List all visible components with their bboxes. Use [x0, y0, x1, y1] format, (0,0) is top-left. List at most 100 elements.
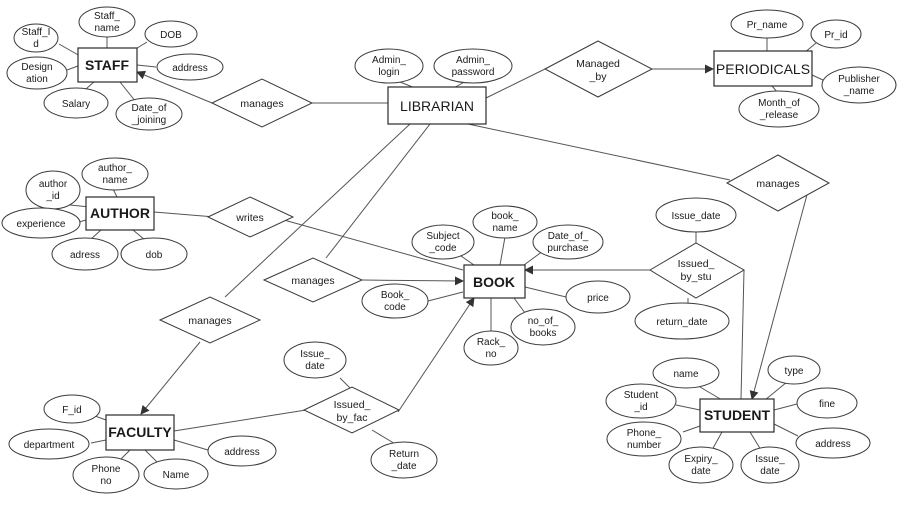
- connector-book-date-of-purchase: [523, 250, 544, 266]
- attr-stu-issue-date-label: Issue_date: [672, 211, 721, 222]
- rel-manages-book-diamond: [262, 257, 364, 303]
- connectors: [58, 36, 824, 464]
- attr-admin-password: [433, 48, 513, 84]
- attr-student-fine: [796, 387, 858, 419]
- connector-student-phone-number: [682, 425, 701, 433]
- attr-phone-number-label-1: Phone_: [627, 428, 662, 439]
- connector-librarian-manages-book: [325, 123, 431, 259]
- attr-student-issue-date-label-1: Issue_: [755, 454, 785, 465]
- librarian-group: Admin_ login Admin_ password LIBRARIAN: [354, 48, 513, 125]
- attr-publisher-name: [821, 66, 897, 104]
- attr-staff-address: [156, 53, 224, 81]
- attr-pr-id-label: Pr_id: [824, 30, 847, 41]
- staff-group: Staff_I d Staff_ name DOB Design ation S…: [6, 6, 224, 131]
- attr-phone-no: [72, 456, 140, 494]
- attr-admin-password-label-1: Admin_: [456, 55, 490, 66]
- attr-no-of-books-label-2: books: [530, 328, 557, 339]
- rel-manages-student-diamond: [725, 154, 831, 212]
- rel-librarian-manages-book: manages: [262, 257, 364, 303]
- attr-fac-issue-date: [283, 341, 347, 379]
- connector-book-book-code: [427, 291, 464, 302]
- attr-student-issue-date-label-2: date: [760, 466, 780, 477]
- rel-managed-by-diamond: [543, 40, 654, 98]
- attr-fac-issue-date-label-1: Issue_: [300, 349, 330, 360]
- connector-student-issued-by-stu: [740, 269, 745, 400]
- rel-manages-staff-diamond: [210, 78, 314, 128]
- attr-staff-date-of-joining: [115, 97, 183, 131]
- attr-staff-name-label-2: name: [94, 23, 119, 34]
- attr-author-dob-label: dob: [146, 250, 163, 261]
- attr-month-of-release-label-2: _release: [759, 110, 799, 121]
- rel-issued-by-stu-label-2: by_stu: [681, 271, 712, 283]
- attr-expiry-date-label-2: date: [691, 466, 711, 477]
- attr-subject-code: [411, 224, 475, 260]
- rel-issued-by-fac-label-2: by_fac: [337, 412, 368, 424]
- attr-adress: [51, 237, 119, 271]
- attr-admin-password-label-2: password: [452, 67, 495, 78]
- connector-faculty-issued-by-fac: [173, 409, 307, 432]
- rel-issued-by-fac-group: Issue_ date Issued_ by_fac Return _date: [283, 341, 438, 479]
- attr-rack-no-label-1: Rack_: [477, 337, 506, 348]
- attr-student-type: [767, 355, 821, 385]
- attr-admin-login: [354, 48, 424, 84]
- rel-managed-by-label-2: _by: [589, 71, 608, 83]
- attr-publisher-name-label-1: Publisher: [838, 74, 880, 85]
- attr-experience-label: experience: [17, 219, 66, 230]
- rel-issued-by-stu-diamond: [649, 242, 746, 299]
- attr-staff-salary: [43, 87, 109, 119]
- rel-issued-by-stu-label-1: Issued_: [678, 258, 715, 270]
- attr-phone-number: [606, 421, 682, 457]
- attr-f-id: [43, 394, 101, 424]
- connector-staff-staff-id: [58, 43, 81, 57]
- entity-author-label: AUTHOR: [90, 205, 150, 221]
- attr-f-id-label: F_id: [62, 405, 81, 416]
- book-group: Subject _code book_ name Date_of_ purcha…: [361, 205, 631, 366]
- connector-staff-address: [136, 64, 157, 68]
- attr-no-of-books: [510, 308, 576, 346]
- attr-staff-id-label-2: d: [33, 39, 39, 50]
- attr-stu-return-date: [634, 302, 730, 340]
- attr-publisher-name-label-2: _name: [843, 86, 875, 97]
- connector-issued-by-fac-book: [397, 297, 475, 413]
- entity-staff-label: STAFF: [85, 57, 130, 73]
- attr-staff-id: [13, 23, 59, 53]
- attr-student-address: [795, 427, 871, 459]
- attr-phone-no-label-2: no: [100, 476, 112, 487]
- attr-stu-return-date-label: return_date: [656, 317, 708, 328]
- connector-librarian-manages-faculty: [224, 123, 411, 298]
- attr-pr-name-label: Pr_name: [747, 20, 788, 31]
- attr-book-name-label-2: name: [492, 223, 517, 234]
- entity-author: [85, 196, 155, 231]
- rel-librarian-manages-staff: manages: [210, 78, 314, 128]
- connector-faculty-name: [144, 449, 159, 464]
- connector-student-address: [773, 423, 799, 437]
- attr-pr-id: [810, 19, 862, 49]
- connector-staff-designation: [66, 65, 79, 71]
- attr-date-of-purchase-label-1: Date_of_: [548, 231, 589, 242]
- attr-rack-no-label-2: no: [485, 349, 497, 360]
- entity-faculty-label: FACULTY: [108, 424, 172, 440]
- attr-author-name-label-1: author_: [98, 163, 132, 174]
- attr-student-id-label-1: Student: [624, 390, 659, 401]
- attr-price-label: price: [587, 293, 609, 304]
- attr-adress-label: adress: [70, 250, 100, 261]
- attr-book-code-label-2: code: [384, 302, 406, 313]
- attr-admin-login-label-2: login: [378, 67, 399, 78]
- entity-student-label: STUDENT: [704, 407, 771, 423]
- attr-staff-designation-label-1: Design: [21, 62, 52, 73]
- entity-book: [463, 264, 526, 299]
- connector-author-writes: [153, 211, 216, 218]
- connector-student-fine: [773, 403, 798, 411]
- connector-manages-staff: [136, 70, 213, 104]
- connector-faculty-phone-no: [119, 449, 131, 461]
- connector-student-student-id: [675, 404, 701, 411]
- attr-no-of-books-label-1: no_of_: [528, 316, 559, 327]
- attr-staff-name-label-1: Staff_: [94, 11, 120, 22]
- attr-author-id: [25, 170, 81, 210]
- attr-fac-return-date-label-2: _date: [390, 461, 416, 472]
- periodicals-group: Pr_name Pr_id PERIODICALS Publisher _nam…: [713, 9, 897, 128]
- attr-book-code: [361, 283, 429, 319]
- connector-student-issue-date: [749, 431, 762, 451]
- attr-student-name-label: name: [673, 369, 698, 380]
- rel-librarian-manages-faculty: manages: [158, 296, 262, 344]
